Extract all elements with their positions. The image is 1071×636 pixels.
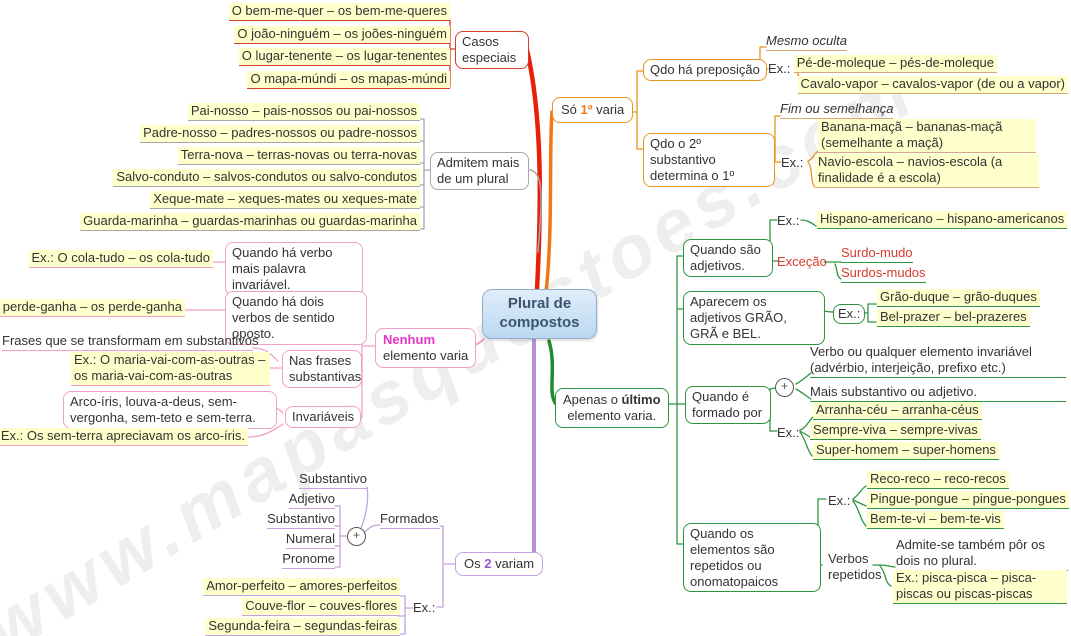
preposicao-item[interactable]: Pé-de-moleque – pés-de-moleque	[793, 55, 997, 73]
determina-note[interactable]: Fim ou semelhança	[780, 101, 894, 119]
plus-icon: +	[775, 378, 794, 397]
ex-label[interactable]: Ex.:	[781, 155, 804, 170]
determina-item[interactable]: Banana-maçã – bananas-maçã (semelhante a…	[818, 119, 1036, 153]
so1-post: varia	[592, 102, 625, 117]
ex-label[interactable]: Ex.:	[828, 493, 851, 508]
preposicao-note[interactable]: Mesmo oculta	[766, 33, 847, 51]
formado-item[interactable]: Arranha-céu – arranha-céus	[813, 402, 982, 420]
verbos-repetidos-ex[interactable]: Ex.: pisca-pisca – pisca-piscas ou pisca…	[893, 570, 1067, 604]
frases-node[interactable]: Nas frases substantivas	[282, 350, 362, 388]
componente-label[interactable]: Substantivo	[267, 511, 335, 529]
admitem-item[interactable]: Pai-nosso – pais-nossos ou pai-nossos	[187, 103, 420, 121]
dois2-num: 2	[484, 556, 492, 571]
admitem-item[interactable]: Padre-nosso – padres-nossos ou padre-nos…	[140, 125, 420, 143]
formados-label[interactable]: Formados	[380, 511, 440, 529]
ex-label[interactable]: Ex.:	[777, 425, 800, 440]
grao-node[interactable]: Aparecem os adjetivos GRÃO, GRÃ e BEL.	[683, 291, 825, 345]
trunk-purple	[526, 338, 536, 566]
verbo-invariavel-ex[interactable]: Ex.: O cola-tudo – os cola-tudo	[28, 250, 213, 268]
repetidos-item[interactable]: Reco-reco – reco-recos	[867, 471, 1009, 489]
formado-node[interactable]: Quando é formado por	[685, 386, 771, 424]
verbo-invariavel-node[interactable]: Quando há verbo mais palavra invariável.	[225, 242, 363, 296]
componente-label[interactable]: Substantivo	[299, 471, 367, 489]
admitem-item[interactable]: Terra-nova – terras-novas ou terra-novas	[177, 147, 420, 165]
ex-label[interactable]: Ex.:	[833, 304, 866, 324]
dois-verbos-ex[interactable]: Ex.: o perde-ganha – os perde-ganha	[0, 299, 185, 317]
ultimo-line2: elemento varia.	[567, 407, 657, 423]
excecao-item[interactable]: Surdos-mudos	[841, 265, 926, 283]
casos-item[interactable]: O bem-me-quer – os bem-me-queres	[228, 3, 450, 21]
casos-item[interactable]: O lugar-tenente – os lugar-tenentes	[238, 48, 450, 66]
formado-item[interactable]: Sempre-viva – sempre-vivas	[810, 422, 981, 440]
frases-ex[interactable]: Ex.: O maria-vai-com-as-outras – os mari…	[71, 352, 270, 386]
casos-item[interactable]: O joão-ninguém – os joões-ninguém	[234, 26, 450, 44]
trunk-orange	[544, 110, 554, 294]
preposicao-item[interactable]: Cavalo-vapor – cavalos-vapor (de ou a va…	[797, 76, 1068, 94]
formado-part[interactable]: Mais substantivo ou adjetivo.	[810, 384, 1066, 402]
frases-note[interactable]: Frases que se transformam em substantivo…	[2, 333, 259, 351]
nenhum-hl: Nenhum	[383, 332, 435, 347]
branch-gray-lines	[419, 118, 431, 230]
determina-item[interactable]: Navio-escola – navios-escola (a finalida…	[815, 154, 1039, 188]
componente-label[interactable]: Numeral	[285, 531, 335, 549]
ultimo-pre: Apenas o	[563, 392, 622, 407]
admitem-node[interactable]: Admitem mais de um plural	[430, 152, 529, 190]
repetidos-item[interactable]: Pingue-pongue – pingue-pongues	[867, 491, 1069, 509]
ultimo-bold: último	[621, 392, 661, 407]
admitem-item[interactable]: Guarda-marinha – guardas-marinhas ou gua…	[80, 213, 420, 231]
invariaveis-ex[interactable]: Ex.: Os sem-terra apreciavam os arco-íri…	[0, 428, 248, 446]
determina-node[interactable]: Qdo o 2º substantivo determina o 1º	[643, 133, 775, 187]
nenhum-rest: elemento varia	[383, 347, 469, 363]
ex-label[interactable]: Ex.:	[413, 600, 436, 615]
formado-item[interactable]: Super-homem – super-homens	[813, 442, 999, 460]
admitem-item[interactable]: Xeque-mate – xeques-mates ou xeques-mate	[150, 191, 420, 209]
invariaveis-node[interactable]: Invariáveis	[285, 406, 362, 428]
casos-item[interactable]: O mapa-múndi – os mapas-múndi	[247, 71, 450, 89]
os-2-variam-node[interactable]: Os 2 variam	[455, 552, 544, 576]
so-1-varia-node[interactable]: Só 1º varia	[552, 97, 634, 123]
dois2-item[interactable]: Couve-flor – couves-flores	[242, 598, 400, 616]
so1-pre: Só	[561, 102, 581, 117]
grao-item[interactable]: Grão-duque – grão-duques	[877, 289, 1040, 307]
adjetivos-item[interactable]: Hispano-americano – hispano-americanos	[817, 211, 1068, 229]
ex-label[interactable]: Ex.:	[768, 61, 791, 76]
verbos-repetidos-note[interactable]: Admite-se também pôr os dois no plural.	[896, 537, 1068, 571]
ex-label[interactable]: Ex.:	[777, 213, 800, 228]
excecao-item[interactable]: Surdo-mudo	[841, 245, 913, 263]
dois2-pre: Os	[464, 556, 485, 571]
trunk-gray	[529, 169, 542, 253]
dois2-item[interactable]: Segunda-feira – segundas-feiras	[205, 618, 400, 636]
verbos-repetidos-label[interactable]: Verbos repetidos	[828, 551, 882, 582]
repetidos-node[interactable]: Quando os elementos são repetidos ou ono…	[683, 523, 821, 593]
dois-verbos-node[interactable]: Quando há dois verbos de sentido oposto.	[225, 291, 367, 345]
admitem-item[interactable]: Salvo-conduto – salvos-condutos ou salvo…	[113, 169, 420, 187]
casos-especiais-node[interactable]: Casos especiais	[455, 31, 529, 69]
excecao-label[interactable]: Exceção	[777, 254, 827, 269]
dois2-item[interactable]: Amor-perfeito – amores-perfeitos	[203, 578, 400, 596]
preposicao-node[interactable]: Qdo há preposição	[643, 59, 767, 81]
componente-label[interactable]: Pronome	[282, 551, 335, 569]
componente-label[interactable]: Adjetivo	[288, 491, 335, 509]
so1-num: 1º	[580, 102, 593, 117]
grao-item[interactable]: Bel-prazer – bel-prazeres	[877, 309, 1030, 327]
invariaveis-note[interactable]: Arco-íris, louva-a-deus, sem-vergonha, s…	[63, 391, 277, 429]
repetidos-item[interactable]: Bem-te-vi – bem-te-vis	[867, 511, 1004, 529]
central-topic[interactable]: Plural de compostos	[482, 289, 597, 339]
formado-part[interactable]: Verbo ou qualquer elemento invariável (a…	[810, 344, 1066, 378]
dois2-post: variam	[491, 556, 535, 571]
adjetivos-node[interactable]: Quando são adjetivos.	[683, 239, 773, 277]
plus-icon: +	[347, 527, 366, 546]
